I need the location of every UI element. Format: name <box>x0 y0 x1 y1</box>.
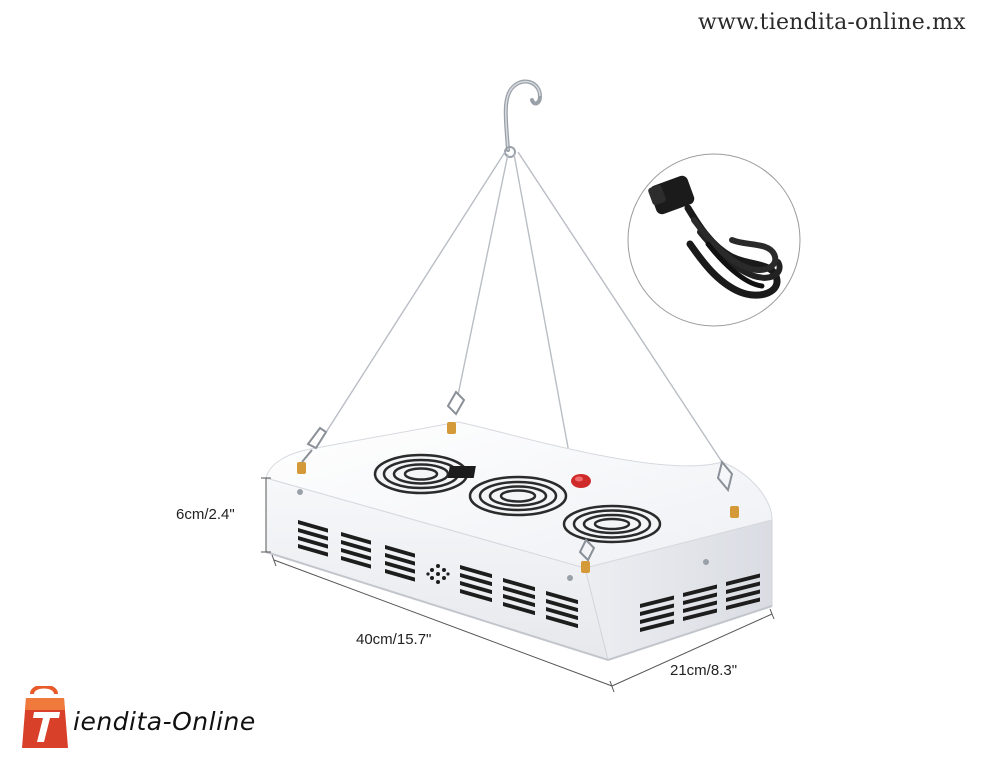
shopping-bag-logo-icon <box>22 686 68 748</box>
front-vents <box>298 520 578 629</box>
power-button <box>571 474 591 488</box>
power-switch-icon <box>447 466 476 478</box>
hook-icon <box>503 79 543 158</box>
width-dimension-label: 21cm/8.3" <box>670 662 738 679</box>
fan-icon <box>562 504 662 544</box>
grill-icon <box>426 564 450 584</box>
hanging-clips <box>297 390 739 573</box>
watermark-url: www.tiendita-online.mx <box>698 10 966 35</box>
dimension-lines <box>261 477 775 693</box>
screws <box>297 489 709 581</box>
length-dimension-label: 40cm/15.7" <box>356 631 432 648</box>
side-vents <box>640 573 760 632</box>
power-cord-icon <box>627 153 801 327</box>
height-dimension-label: 6cm/2.4" <box>176 506 235 523</box>
fan-icon <box>468 475 568 517</box>
fan-icon <box>373 453 469 495</box>
brand-name: iendita-Online <box>73 707 256 736</box>
